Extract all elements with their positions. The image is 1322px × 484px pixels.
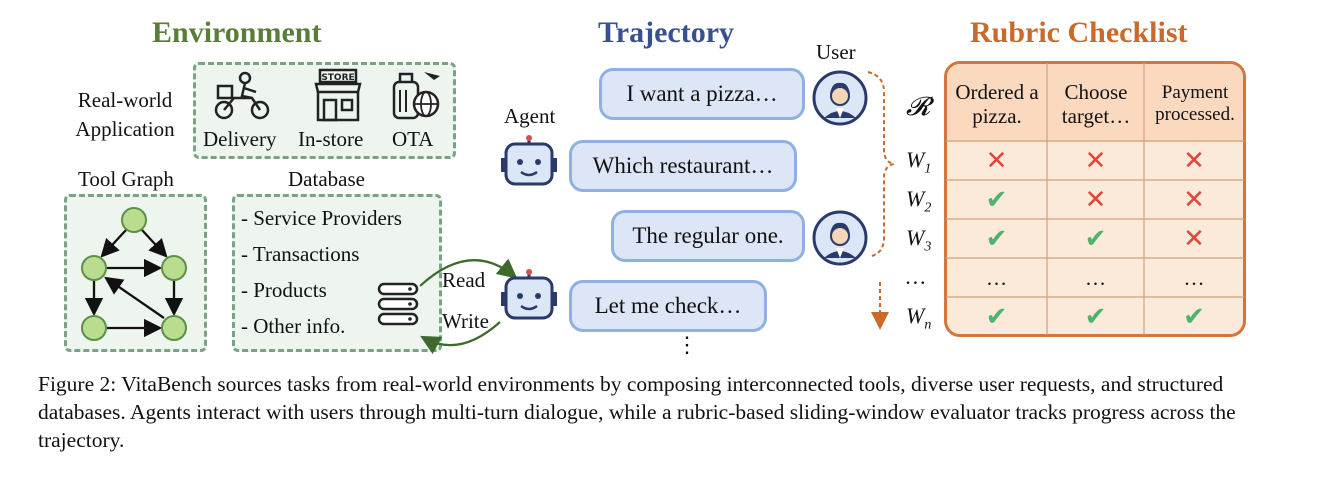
delivery-label: Delivery (203, 127, 277, 151)
trajectory-title: Trajectory (598, 16, 735, 49)
rubric-table (944, 61, 1246, 337)
rubric-symbol: 𝓡 (906, 92, 931, 121)
cross-icon: ✕ (1183, 184, 1205, 215)
db-item-service-providers: - Service Providers (241, 206, 402, 230)
user-message-bubble: The regular one. (611, 210, 805, 262)
database-label: Database (288, 167, 365, 191)
tool-graph (81, 207, 187, 341)
travel-luggage-icon (392, 72, 440, 120)
check-icon: ✔ (985, 184, 1008, 215)
agent-message-bubble: Let me check… (569, 280, 767, 332)
read-label: Read (442, 268, 486, 292)
database-box (232, 194, 442, 352)
robot-agent-icon (501, 269, 557, 320)
environment-title: Environment (152, 16, 322, 49)
ota-label: OTA (392, 127, 434, 151)
db-item-transactions: - Transactions (241, 242, 360, 266)
db-item-other-info: - Other info. (241, 314, 346, 338)
cross-icon: ✕ (1183, 145, 1205, 176)
rubric-header-choose-target: Choose target… (1061, 79, 1131, 128)
db-item-products: - Products (241, 278, 327, 302)
check-icon: ✔ (985, 223, 1008, 254)
user-avatar-icon (812, 70, 868, 126)
rubric-row-label: Wn (906, 303, 932, 333)
cross-icon: ✕ (1084, 184, 1107, 215)
rubric-row-label: W1 (906, 147, 932, 177)
in-store-label: In-store (298, 127, 364, 151)
rubric-row-label: W2 (906, 186, 932, 216)
agent-label: Agent (504, 104, 556, 128)
check-icon: ✔ (1084, 301, 1107, 332)
real-world-application-label: Real-world Application (75, 88, 175, 141)
ellipsis-cell: … (1183, 266, 1205, 291)
rubric-header-row (947, 64, 1243, 142)
more-messages-ellipsis: ⋮ (676, 332, 698, 357)
check-icon: ✔ (1084, 223, 1107, 254)
write-label: Write (442, 309, 489, 333)
agent-message-bubble: Which restaurant… (569, 140, 797, 192)
store-sign-text: STORE (321, 73, 354, 83)
delivery-icon (214, 71, 270, 120)
graph-node (121, 207, 147, 233)
graph-node (161, 255, 187, 281)
rubric-header-payment-processed: Payment processed. (1155, 82, 1235, 125)
figure-caption: Figure 2: VitaBench sources tasks from r… (38, 372, 1236, 452)
graph-node (81, 315, 107, 341)
robot-agent-icon (501, 135, 557, 186)
store-icon: STORE (314, 68, 362, 122)
rubric-checklist-title: Rubric Checklist (970, 16, 1188, 49)
rubric-row-label: W3 (906, 225, 932, 255)
user-avatar-icon (812, 210, 868, 266)
graph-node (161, 315, 187, 341)
ellipsis-cell: … (1085, 266, 1106, 291)
cross-icon: ✕ (1084, 145, 1107, 176)
database-icon (377, 282, 419, 326)
check-icon: ✔ (1183, 301, 1205, 332)
ellipsis-cell: … (986, 266, 1007, 291)
tool-graph-label: Tool Graph (78, 167, 174, 191)
cross-icon: ✕ (1183, 223, 1205, 254)
user-label: User (816, 40, 856, 64)
rubric-header-ordered-pizza: Ordered a pizza. (955, 79, 1039, 128)
rubric-row-label: … (906, 264, 926, 289)
user-message-bubble: I want a pizza… (599, 68, 805, 120)
graph-node (81, 255, 107, 281)
check-icon: ✔ (985, 301, 1008, 332)
cross-icon: ✕ (985, 145, 1008, 176)
